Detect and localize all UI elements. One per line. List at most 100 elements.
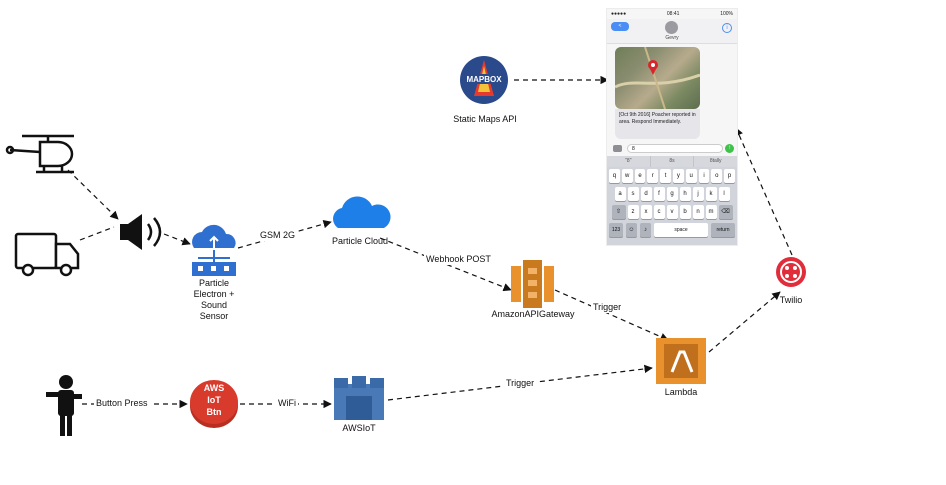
aws-iot-icon bbox=[334, 376, 384, 420]
key[interactable]: l bbox=[718, 187, 730, 201]
static-maps-label: Static Maps API bbox=[453, 114, 517, 124]
iot-button-line3: Btn bbox=[207, 407, 222, 417]
particle-cloud-label: Particle Cloud bbox=[331, 236, 389, 246]
camera-icon[interactable] bbox=[613, 145, 622, 152]
particle-device-icon bbox=[191, 224, 236, 276]
key[interactable]: d bbox=[640, 187, 652, 201]
status-signal: ●●●●● bbox=[611, 11, 627, 17]
return-key[interactable]: return bbox=[711, 223, 735, 237]
person-icon bbox=[46, 375, 82, 436]
status-bar: ●●●●● 08:41 100% bbox=[607, 9, 737, 19]
send-button[interactable]: ↑ bbox=[725, 144, 734, 153]
key[interactable]: r bbox=[647, 169, 659, 183]
key[interactable]: e bbox=[634, 169, 646, 183]
edge-label-button-press: Button Press bbox=[94, 398, 150, 409]
key[interactable]: w bbox=[621, 169, 633, 183]
edge-label-trigger-iot: Trigger bbox=[504, 378, 537, 389]
twilio-logo bbox=[776, 257, 806, 287]
message-input[interactable]: 8 bbox=[627, 144, 723, 153]
key[interactable]: q bbox=[609, 169, 620, 183]
shift-key[interactable]: ⇧ bbox=[611, 205, 626, 219]
edge-helicopter-speaker bbox=[67, 169, 119, 220]
message-input-bar: 8 ↑ bbox=[607, 143, 737, 155]
suggestion-bar: "8" 8s 8tally bbox=[607, 156, 737, 167]
keyboard-row-3: ⇧ z x c v b n m ⌫ bbox=[609, 205, 735, 220]
keyboard-row-4: 123 ☺ ♪ space return bbox=[609, 223, 735, 238]
map-pin-icon bbox=[615, 47, 700, 109]
key[interactable]: m bbox=[705, 205, 717, 219]
suggestion-item[interactable]: 8s bbox=[651, 156, 695, 167]
messages-navbar: < Gevry i bbox=[607, 19, 737, 44]
keyboard-row-2: a s d f g h j k l bbox=[609, 187, 735, 202]
emoji-key[interactable]: ☺ bbox=[626, 223, 637, 237]
edge-label-gsm: GSM 2G bbox=[258, 230, 298, 241]
iot-button-line2: IoT bbox=[207, 395, 221, 405]
contact-name: Gevry bbox=[665, 35, 679, 41]
mapbox-logo-text: MAPBOX bbox=[466, 75, 502, 84]
key[interactable]: k bbox=[705, 187, 717, 201]
back-button[interactable]: < bbox=[611, 22, 629, 31]
lambda-label: Lambda bbox=[664, 387, 698, 397]
edge-label-trigger-gateway: Trigger bbox=[591, 302, 624, 313]
particle-device-label-line4: Sensor bbox=[199, 311, 229, 321]
numbers-key[interactable]: 123 bbox=[609, 223, 623, 237]
iot-button-line1: AWS bbox=[204, 383, 225, 393]
mic-icon[interactable]: ♪ bbox=[640, 223, 651, 237]
edge-cloud-gateway bbox=[379, 237, 512, 292]
key[interactable]: j bbox=[692, 187, 704, 201]
space-key[interactable]: space bbox=[654, 223, 708, 237]
particle-device-label-line3: Sound bbox=[200, 300, 228, 310]
truck-icon bbox=[14, 232, 80, 277]
edge-truck-speaker bbox=[79, 226, 115, 241]
key[interactable]: y bbox=[673, 169, 684, 183]
edge-label-webhook: Webhook POST bbox=[424, 254, 493, 265]
iot-button-icon: AWS IoT Btn bbox=[190, 380, 238, 428]
keyboard-row-1: q w e r t y u i o p bbox=[609, 169, 735, 184]
key[interactable]: i bbox=[698, 169, 710, 183]
status-time: 08:41 bbox=[666, 11, 680, 17]
key[interactable]: p bbox=[724, 169, 735, 183]
mapbox-logo: MAPBOX bbox=[460, 56, 508, 104]
particle-cloud-icon bbox=[333, 196, 391, 228]
twilio-label: Twilio bbox=[779, 295, 803, 305]
key[interactable]: o bbox=[711, 169, 723, 183]
aws-iot-label: AWSIoT bbox=[342, 423, 376, 433]
backspace-key[interactable]: ⌫ bbox=[718, 205, 733, 219]
key[interactable]: x bbox=[640, 205, 652, 219]
api-gateway-label: AmazonAPIGateway bbox=[491, 309, 575, 319]
edge-label-wifi: WiFi bbox=[276, 398, 298, 409]
suggestion-item[interactable]: "8" bbox=[607, 156, 651, 167]
particle-device-label-line1: Particle bbox=[198, 278, 229, 288]
edge-twilio-phone bbox=[735, 127, 793, 256]
key[interactable]: f bbox=[653, 187, 665, 201]
lambda-icon bbox=[656, 338, 706, 384]
status-battery: 100% bbox=[720, 11, 733, 17]
key[interactable]: a bbox=[614, 187, 626, 201]
keyboard: "8" 8s 8tally q w e r t y u i o p a s d … bbox=[607, 156, 737, 245]
key[interactable]: h bbox=[679, 187, 691, 201]
key[interactable]: s bbox=[627, 187, 639, 201]
particle-device-label: Particle Electron + Sound Sensor bbox=[184, 278, 244, 322]
info-icon[interactable]: i bbox=[722, 23, 732, 33]
key[interactable]: g bbox=[666, 187, 678, 201]
avatar[interactable] bbox=[665, 21, 678, 34]
suggestion-item[interactable]: 8tally bbox=[709, 158, 722, 164]
edge-lambda-twilio bbox=[708, 291, 781, 353]
helicopter-icon bbox=[5, 134, 74, 174]
map-image[interactable] bbox=[615, 47, 700, 109]
api-gateway-icon bbox=[511, 260, 554, 308]
sms-message: [Oct 9th 2016] Poacher reported in area.… bbox=[615, 109, 700, 139]
key[interactable]: u bbox=[685, 169, 697, 183]
edge-speaker-device bbox=[163, 233, 191, 246]
speaker-icon bbox=[120, 214, 162, 250]
key[interactable]: c bbox=[653, 205, 665, 219]
key[interactable]: v bbox=[666, 205, 678, 219]
edge-gateway-lambda bbox=[554, 289, 669, 341]
phone-screenshot: ●●●●● 08:41 100% < Gevry i [Oct 9th 2016… bbox=[606, 8, 738, 246]
key[interactable]: n bbox=[692, 205, 704, 219]
key[interactable]: t bbox=[660, 169, 671, 183]
particle-device-label-line2: Electron + bbox=[193, 289, 235, 299]
key[interactable]: z bbox=[627, 205, 639, 219]
key[interactable]: b bbox=[679, 205, 691, 219]
